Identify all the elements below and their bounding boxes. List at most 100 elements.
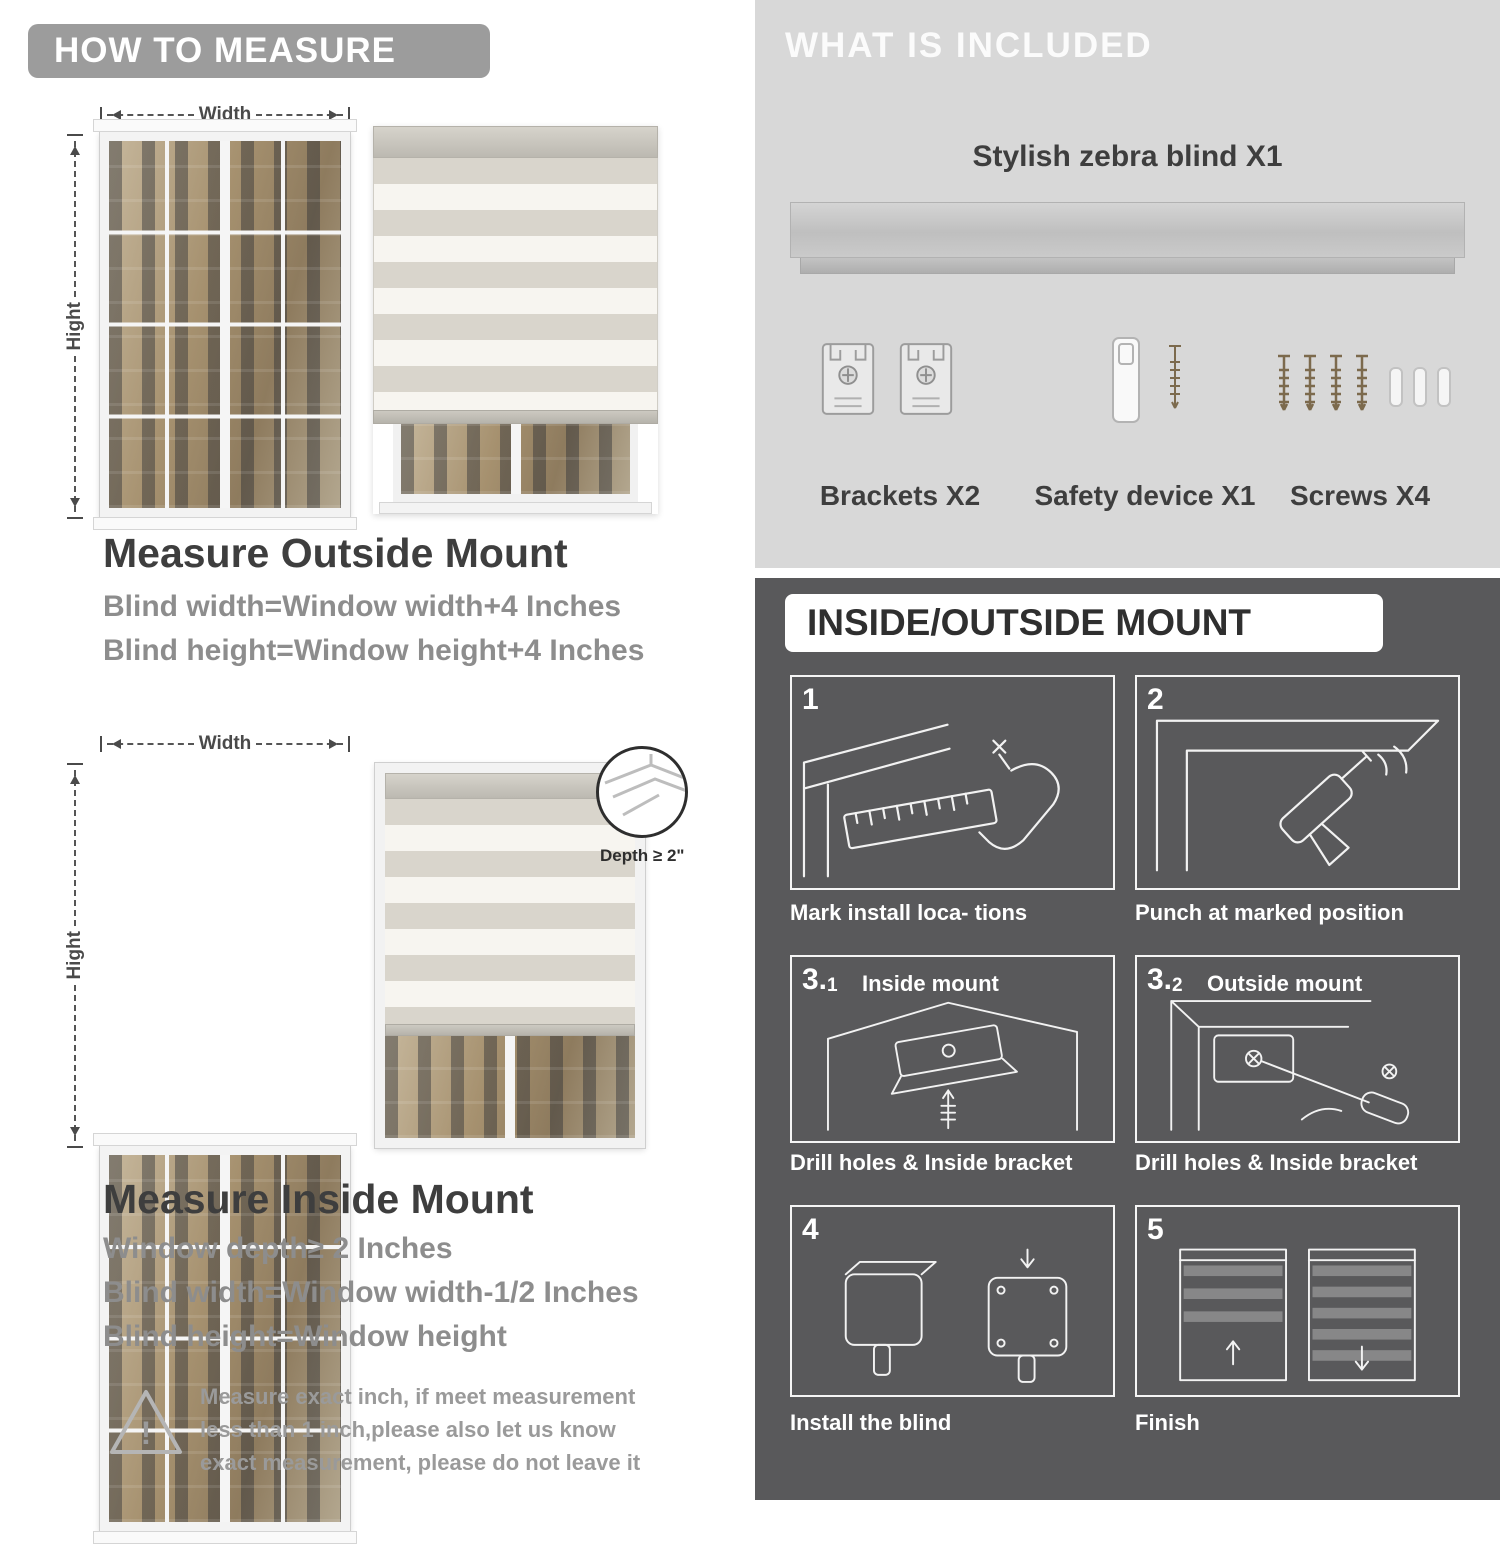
- window-under-blind: [393, 424, 638, 502]
- window-lintel: [93, 1133, 357, 1146]
- brackets-icon: [817, 340, 957, 418]
- step-4-panel: 4: [790, 1205, 1115, 1397]
- step-5-caption: Finish: [1135, 1410, 1200, 1435]
- screws-icon: [1270, 350, 1460, 427]
- depth-detail-circle: [596, 746, 688, 838]
- window-muntin-grid: [109, 141, 341, 508]
- measure-arrow-up: [70, 141, 80, 298]
- inside-mount-line-2: Blind width=Window width-1/2 Inches: [103, 1276, 639, 1309]
- step-1-caption: Mark install loca- tions: [790, 900, 1028, 925]
- outside-mount-line-1: Blind width=Window width+4 Inches: [103, 590, 622, 623]
- outside-height-measure: Hight: [64, 134, 86, 520]
- mount-guide-header: INSIDE/OUTSIDE MOUNT: [785, 594, 1383, 652]
- step-number-sub: 2: [1172, 975, 1183, 996]
- inside-window-illustration: [93, 1133, 357, 1544]
- step-3-2-number: 3.2: [1147, 963, 1183, 997]
- outside-blind-illustration: [373, 126, 658, 514]
- inside-bracket-illustration: [827, 1001, 1078, 1131]
- window-sill: [93, 517, 357, 530]
- measure-tick: [100, 736, 102, 752]
- step-3-1-panel: 3.1 Inside mount: [790, 955, 1115, 1143]
- inside-blind-illustration: [374, 762, 646, 1149]
- measure-tick: [67, 517, 83, 520]
- step-2-number: 2: [1147, 683, 1164, 716]
- step-5-number: 5: [1147, 1213, 1164, 1246]
- step-3-2-panel: 3.2 Outside mount: [1135, 955, 1460, 1143]
- warning-text: Measure exact inch, if meet measurement …: [200, 1384, 641, 1475]
- outside-bracket-illustration: [1170, 1000, 1410, 1131]
- drill-illustration: [1155, 719, 1440, 872]
- measure-tick: [67, 763, 83, 765]
- measure-arrow-down: [70, 355, 80, 513]
- depth-requirement-label: Depth ≥ 2": [600, 846, 685, 865]
- measure-tick: [348, 107, 350, 123]
- step-number-main: 3.: [1147, 963, 1173, 996]
- outside-mount-title: Measure Outside Mount: [103, 530, 568, 576]
- step-4-number: 4: [802, 1213, 819, 1246]
- blind-cassette: [385, 773, 635, 799]
- headrail-illustration: [790, 202, 1465, 274]
- measure-tick: [67, 134, 83, 136]
- zebra-stripes: [385, 799, 635, 1024]
- step-4-caption: Install the blind: [790, 1410, 952, 1435]
- window-lintel: [93, 119, 357, 132]
- mount-guide-header-label: INSIDE/OUTSIDE MOUNT: [807, 602, 1252, 643]
- finish-illustration: [1179, 1248, 1416, 1382]
- zebra-stripes: [373, 158, 658, 410]
- measure-arrow-left: [107, 739, 194, 749]
- window-under-blind: [385, 1036, 635, 1138]
- measure-arrow-right: [256, 110, 343, 120]
- step-2-panel: 2: [1135, 675, 1460, 890]
- warning-icon: !: [106, 1386, 186, 1463]
- blind-cassette: [373, 126, 658, 158]
- window-muntin-grid: [109, 1155, 341, 1522]
- inside-height-measure: Hight: [64, 763, 86, 1149]
- warning-exclamation: !: [141, 1415, 152, 1451]
- brackets-label: Brackets X2: [819, 480, 981, 511]
- inside-mount-line-3: Blind height=Window height: [103, 1320, 507, 1353]
- step-1-panel: 1: [790, 675, 1115, 890]
- measure-arrow-right: [256, 739, 343, 749]
- step-3-1-inner-label: Inside mount: [862, 971, 999, 996]
- step-number-main: 3.: [802, 963, 828, 996]
- outside-window-illustration: [93, 119, 357, 530]
- how-to-measure-header: HOW TO MEASURE: [28, 24, 490, 78]
- headrail-bottom: [800, 258, 1455, 274]
- measure-tick: [348, 736, 350, 752]
- product-label: Stylish zebra blind X1: [972, 140, 1283, 173]
- step-1-number: 1: [802, 683, 819, 716]
- mark-locations-illustration: [802, 723, 1060, 878]
- headrail-top: [790, 202, 1465, 258]
- step-2-caption: Punch at marked position: [1135, 900, 1404, 925]
- inside-mount-title: Measure Inside Mount: [103, 1176, 534, 1222]
- step-3-2-caption: Drill holes & Inside bracket: [1135, 1150, 1418, 1175]
- safety-device-icon: [1085, 334, 1205, 431]
- step-3-1-number: 3.1: [802, 963, 838, 997]
- step-5-panel: 5: [1135, 1205, 1460, 1397]
- measure-tick: [67, 1146, 83, 1149]
- inside-width-label: Width: [198, 733, 252, 754]
- inside-width-measure: Width: [100, 733, 350, 755]
- measure-arrow-down: [70, 984, 80, 1142]
- measure-arrow-left: [107, 110, 194, 120]
- step-3-2-inner-label: Outside mount: [1207, 971, 1363, 996]
- blind-bottom-rail: [385, 1024, 635, 1036]
- window-sill: [379, 502, 652, 514]
- step-3-1-caption: Drill holes & Inside bracket: [790, 1150, 1073, 1175]
- install-blind-illustration: [844, 1248, 1068, 1383]
- measure-tick: [100, 107, 102, 123]
- what-is-included-header: WHAT IS INCLUDED: [785, 26, 1153, 65]
- outside-height-label: Hight: [64, 302, 85, 351]
- step-number-sub: 1: [827, 975, 838, 996]
- outside-mount-line-2: Blind height=Window height+4 Inches: [103, 634, 645, 667]
- measure-arrow-up: [70, 770, 80, 927]
- blind-bottom-rail: [373, 410, 658, 424]
- screws-label: Screws X4: [1289, 480, 1431, 511]
- safety-device-label: Safety device X1: [1034, 480, 1256, 511]
- inside-height-label: Hight: [64, 931, 85, 980]
- how-to-measure-header-label: HOW TO MEASURE: [54, 31, 396, 70]
- window-sill: [93, 1531, 357, 1544]
- mount-guide-panel: INSIDE/OUTSIDE MOUNT 1 Mark install loca…: [755, 578, 1500, 1500]
- what-is-included-panel: WHAT IS INCLUDED Stylish zebra blind X1 …: [755, 0, 1500, 568]
- inside-mount-line-1: Window depth≥ 2 Inches: [103, 1232, 453, 1265]
